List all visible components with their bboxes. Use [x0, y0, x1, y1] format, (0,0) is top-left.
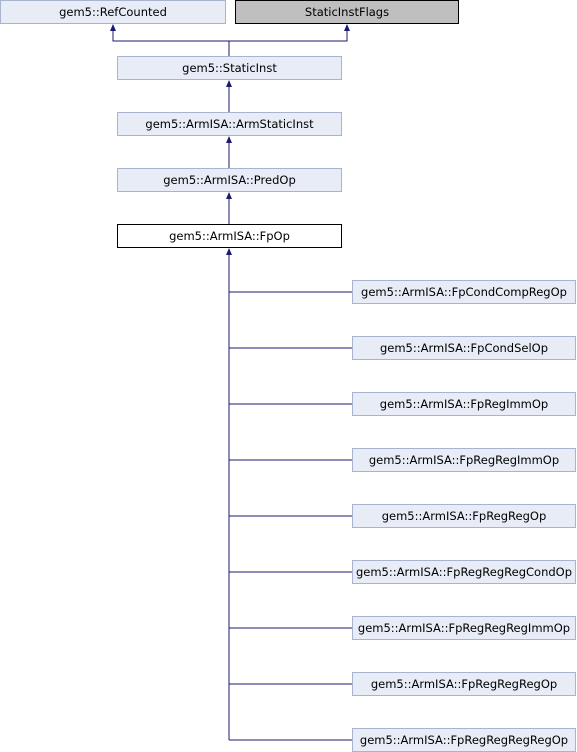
node-derived[interactable]: gem5::ArmISA::FpRegRegRegCondOp [352, 560, 576, 584]
arrowhead-staticinst [226, 80, 232, 87]
arrowhead-staticinstflags [344, 24, 350, 31]
edge-staticinst-refcounted [112, 28, 230, 56]
node-armstaticinst[interactable]: gem5::ArmISA::ArmStaticInst [117, 112, 342, 136]
node-derived[interactable]: gem5::ArmISA::FpRegRegRegRegOp [352, 728, 576, 752]
node-refcounted[interactable]: gem5::RefCounted [0, 0, 226, 24]
node-staticinstflags: StaticInstFlags [235, 0, 459, 24]
arrowhead-armstaticinst [226, 136, 232, 143]
node-derived[interactable]: gem5::ArmISA::FpRegRegRegImmOp [352, 616, 576, 640]
arrowhead-fpop [226, 248, 232, 255]
node-staticinst[interactable]: gem5::StaticInst [117, 56, 342, 80]
node-derived[interactable]: gem5::ArmISA::FpRegRegOp [352, 504, 576, 528]
node-derived[interactable]: gem5::ArmISA::FpRegImmOp [352, 392, 576, 416]
arrowhead-refcounted [110, 24, 116, 31]
node-predop[interactable]: gem5::ArmISA::PredOp [117, 168, 342, 192]
arrowhead-predop [226, 192, 232, 199]
node-derived[interactable]: gem5::ArmISA::FpRegRegImmOp [352, 448, 576, 472]
node-derived[interactable]: gem5::ArmISA::FpRegRegRegOp [352, 672, 576, 696]
edge-staticinst-staticinstflags [229, 28, 348, 42]
derived-branches [229, 291, 352, 741]
node-derived[interactable]: gem5::ArmISA::FpCondSelOp [352, 336, 576, 360]
node-fpop-current: gem5::ArmISA::FpOp [117, 224, 342, 248]
node-derived[interactable]: gem5::ArmISA::FpCondCompRegOp [352, 280, 576, 304]
